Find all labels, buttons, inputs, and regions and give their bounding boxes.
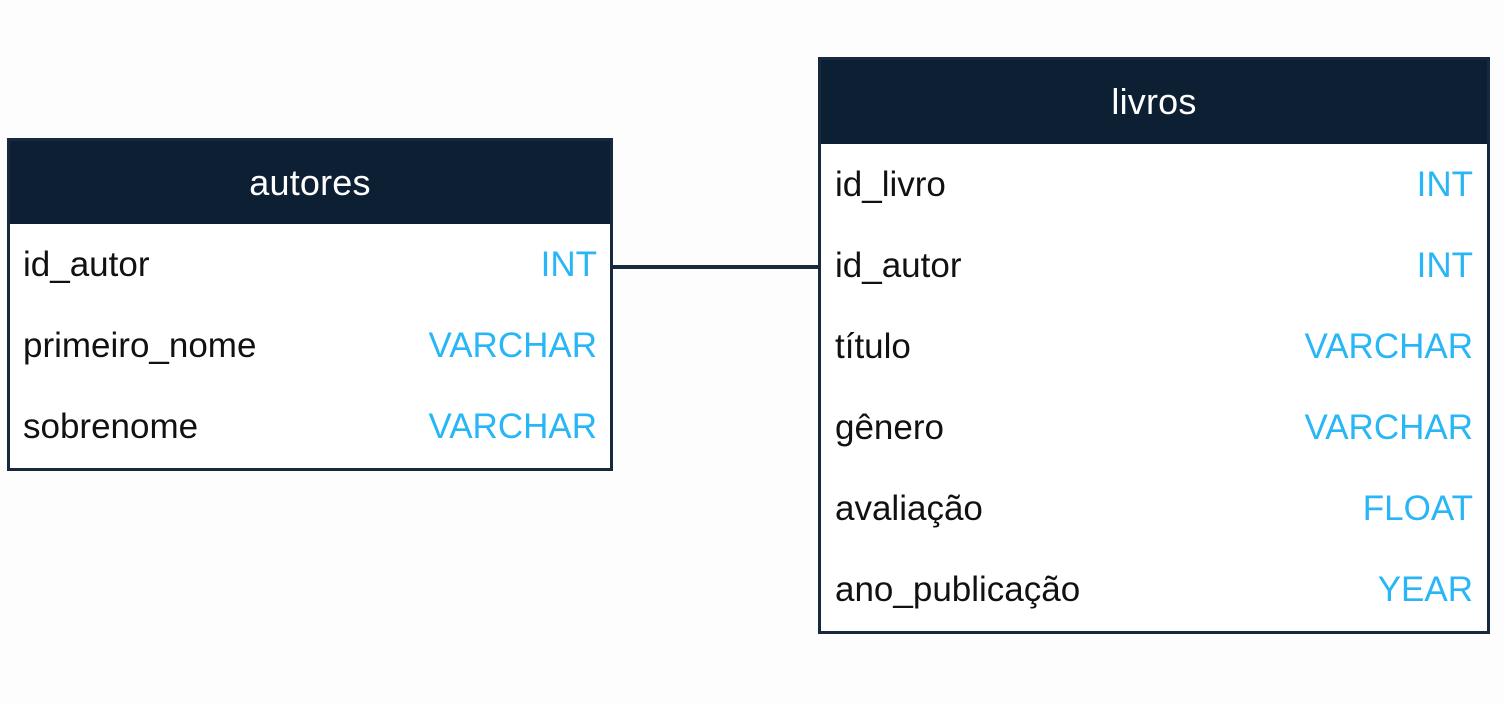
field-name-sobrenome: sobrenome	[23, 407, 199, 447]
entity-title-autores: autores	[10, 141, 610, 224]
entity-fields-autores: id_autor INT primeiro_nome VARCHAR sobre…	[10, 224, 610, 468]
field-row-primeiro-nome[interactable]: primeiro_nome VARCHAR	[23, 305, 597, 386]
field-row-titulo[interactable]: título VARCHAR	[835, 306, 1473, 387]
entity-fields-livros: id_livro INT id_autor INT título VARCHAR…	[821, 144, 1487, 631]
entity-table-autores[interactable]: autores id_autor INT primeiro_nome VARCH…	[7, 138, 613, 471]
field-name-id-autor: id_autor	[23, 244, 150, 284]
field-row-ano-publicacao[interactable]: ano_publicação YEAR	[835, 550, 1473, 631]
field-type-titulo: VARCHAR	[1304, 326, 1473, 366]
field-type-id-livro: INT	[1416, 164, 1473, 204]
field-type-livros-id-autor: INT	[1416, 245, 1473, 285]
field-type-avaliacao: FLOAT	[1362, 489, 1473, 529]
field-type-ano-publicacao: YEAR	[1377, 570, 1473, 610]
field-type-primeiro-nome: VARCHAR	[428, 325, 597, 365]
entity-table-livros[interactable]: livros id_livro INT id_autor INT título …	[818, 57, 1490, 634]
relationship-line-autores-livros[interactable]	[610, 265, 820, 269]
field-row-sobrenome[interactable]: sobrenome VARCHAR	[23, 387, 597, 468]
field-name-titulo: título	[835, 326, 911, 366]
field-row-livros-id-autor[interactable]: id_autor INT	[835, 225, 1473, 306]
field-row-id-livro[interactable]: id_livro INT	[835, 144, 1473, 225]
field-type-genero: VARCHAR	[1304, 408, 1473, 448]
field-type-sobrenome: VARCHAR	[428, 407, 597, 447]
field-type-id-autor: INT	[540, 244, 597, 284]
field-name-avaliacao: avaliação	[835, 489, 983, 529]
field-name-id-livro: id_livro	[835, 164, 946, 204]
field-row-avaliacao[interactable]: avaliação FLOAT	[835, 469, 1473, 550]
field-name-livros-id-autor: id_autor	[835, 245, 962, 285]
field-name-ano-publicacao: ano_publicação	[835, 570, 1081, 610]
field-row-genero[interactable]: gênero VARCHAR	[835, 388, 1473, 469]
field-name-primeiro-nome: primeiro_nome	[23, 325, 257, 365]
field-name-genero: gênero	[835, 408, 944, 448]
field-row-id-autor[interactable]: id_autor INT	[23, 224, 597, 305]
entity-title-livros: livros	[821, 60, 1487, 144]
